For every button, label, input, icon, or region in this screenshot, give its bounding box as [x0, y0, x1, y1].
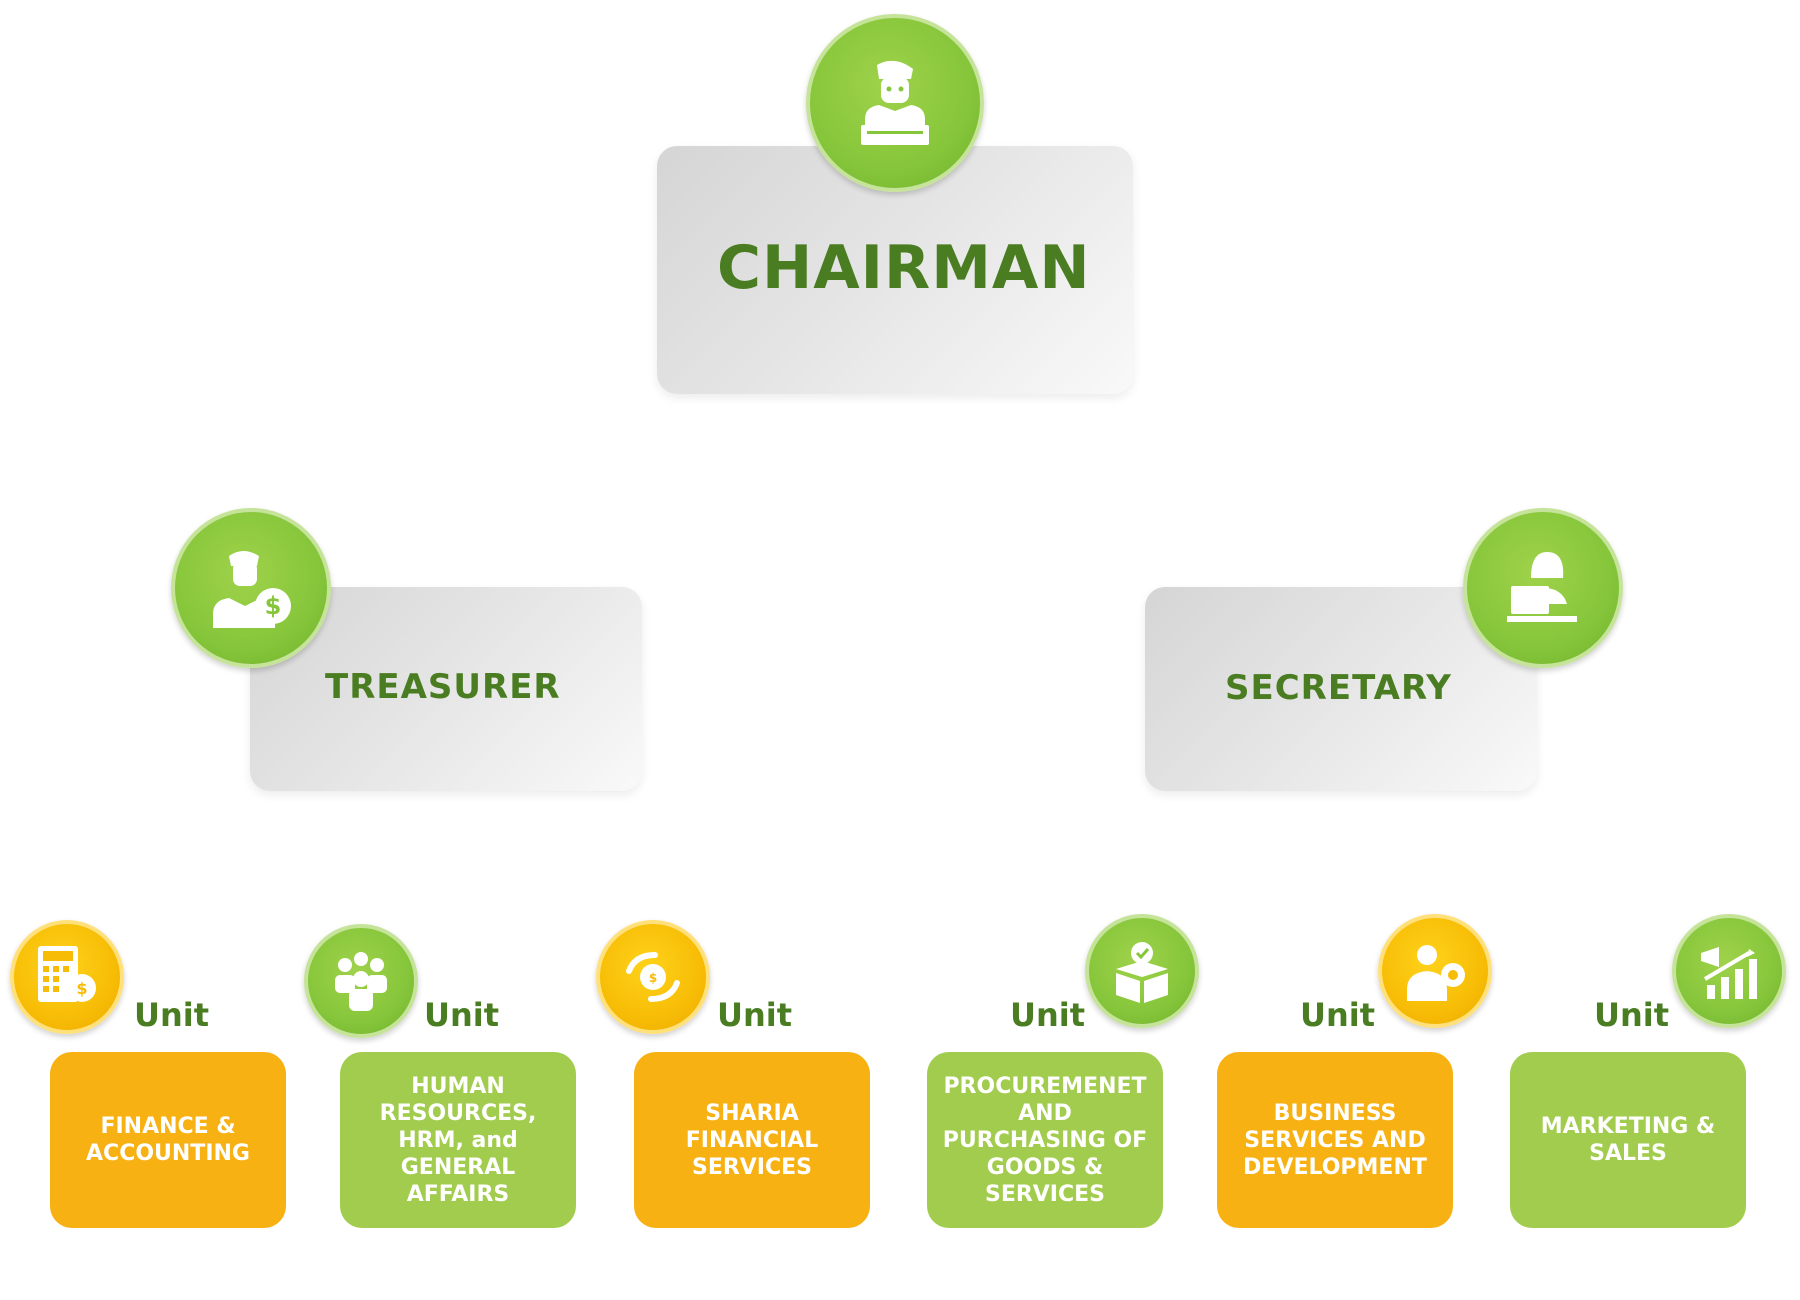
unit-hr-circle: [304, 924, 418, 1038]
unit-hr-name: HUMAN RESOURCES, HRM, and GENERAL AFFAIR…: [379, 1073, 537, 1207]
unit-business-circle: [1378, 914, 1492, 1028]
chairman-title: CHAIRMAN: [717, 233, 1091, 303]
secretary-laptop-icon: [1507, 552, 1577, 622]
unit-finance-name: FINANCE & ACCOUNTING: [86, 1114, 250, 1166]
chairman-desk-icon: [861, 60, 929, 145]
svg-text:$: $: [76, 979, 87, 998]
treasurer-circle: $: [171, 508, 331, 668]
unit-sharia-label: Unit: [717, 996, 793, 1034]
box-check-icon: [1116, 942, 1168, 1003]
megaphone-chart-icon: [1701, 947, 1757, 999]
hands-coin-icon: $: [626, 952, 680, 1002]
unit-procurement-circle: [1085, 914, 1199, 1028]
unit-marketing-label: Unit: [1594, 996, 1670, 1034]
team-people-icon: [335, 952, 387, 1011]
treasurer-dollar-icon: $: [213, 551, 291, 628]
unit-marketing-circle: [1672, 914, 1786, 1028]
svg-text:$: $: [649, 971, 657, 985]
unit-sharia-name: SHARIA FINANCIAL SERVICES: [685, 1100, 819, 1180]
unit-sharia-box: SHARIA FINANCIAL SERVICES: [634, 1052, 870, 1228]
unit-finance-box: FINANCE & ACCOUNTING: [50, 1052, 286, 1228]
chairman-circle: [806, 14, 984, 192]
businessman-gear-icon: [1407, 945, 1465, 1001]
unit-marketing-box: MARKETING & SALES: [1510, 1052, 1746, 1228]
unit-finance-label: Unit: [134, 996, 210, 1034]
unit-business-box: BUSINESS SERVICES AND DEVELOPMENT: [1217, 1052, 1453, 1228]
unit-hr-box: HUMAN RESOURCES, HRM, and GENERAL AFFAIR…: [340, 1052, 576, 1228]
unit-business-name: BUSINESS SERVICES AND DEVELOPMENT: [1243, 1100, 1427, 1180]
calculator-dollar-icon: $: [38, 946, 96, 1002]
unit-finance-circle: $: [10, 920, 124, 1034]
svg-text:$: $: [265, 592, 282, 620]
unit-procurement-box: PROCUREMENET AND PURCHASING OF GOODS & S…: [927, 1052, 1163, 1228]
unit-business-label: Unit: [1300, 996, 1376, 1034]
unit-procurement-label: Unit: [1010, 996, 1086, 1034]
unit-sharia-circle: $: [596, 920, 710, 1034]
unit-marketing-name: MARKETING & SALES: [1540, 1114, 1716, 1166]
unit-hr-label: Unit: [424, 996, 500, 1034]
treasurer-title: TREASURER: [325, 667, 561, 707]
secretary-circle: [1463, 508, 1623, 668]
secretary-title: SECRETARY: [1225, 668, 1452, 708]
unit-procurement-name: PROCUREMENET AND PURCHASING OF GOODS & S…: [942, 1073, 1148, 1207]
